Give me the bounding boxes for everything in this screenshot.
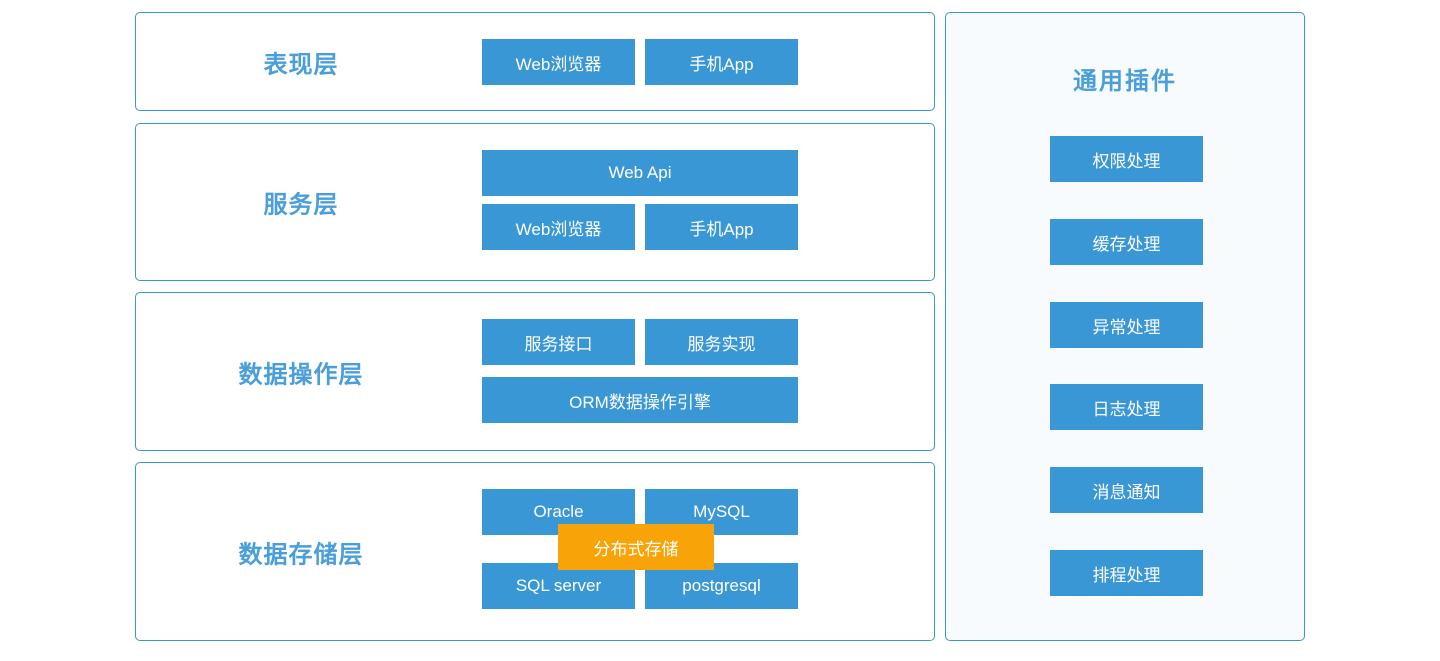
layer-box-service: 服务层 Web Api Web浏览器 手机App bbox=[135, 123, 935, 281]
node-postgresql: postgresql bbox=[645, 563, 798, 609]
node-web-api: Web Api bbox=[482, 150, 798, 196]
node-orm-engine: ORM数据操作引擎 bbox=[482, 377, 798, 423]
node-distributed-storage: 分布式存储 bbox=[558, 524, 714, 570]
plugin-node-scheduling: 排程处理 bbox=[1050, 550, 1203, 596]
plugin-node-permission: 权限处理 bbox=[1050, 136, 1203, 182]
layer-title-data-storage: 数据存储层 bbox=[238, 541, 364, 568]
layer-title-data-operation: 数据操作层 bbox=[238, 361, 364, 388]
plugins-panel: 通用插件 权限处理 缓存处理 异常处理 日志处理 消息通知 排程处理 bbox=[945, 12, 1305, 641]
plugin-node-cache: 缓存处理 bbox=[1050, 219, 1203, 265]
plugin-node-notification: 消息通知 bbox=[1050, 467, 1203, 513]
plugin-node-logging: 日志处理 bbox=[1050, 384, 1203, 430]
node-mobile-app-service: 手机App bbox=[645, 204, 798, 250]
node-service-implementation: 服务实现 bbox=[645, 319, 798, 365]
node-mobile-app-presentation: 手机App bbox=[645, 39, 798, 85]
layer-title-service: 服务层 bbox=[263, 191, 339, 219]
node-web-browser-service: Web浏览器 bbox=[482, 204, 635, 250]
node-sql-server: SQL server bbox=[482, 563, 635, 609]
plugin-node-exception: 异常处理 bbox=[1050, 302, 1203, 348]
node-service-interface: 服务接口 bbox=[482, 319, 635, 365]
layer-box-data-storage: 数据存储层 Oracle MySQL SQL server postgresql… bbox=[135, 462, 935, 641]
plugins-panel-title: 通用插件 bbox=[1073, 68, 1177, 95]
layer-title-presentation: 表现层 bbox=[263, 51, 339, 78]
layer-box-data-operation: 数据操作层 服务接口 服务实现 ORM数据操作引擎 bbox=[135, 292, 935, 451]
layer-box-presentation: 表现层 Web浏览器 手机App bbox=[135, 12, 935, 111]
node-web-browser-presentation: Web浏览器 bbox=[482, 39, 635, 85]
